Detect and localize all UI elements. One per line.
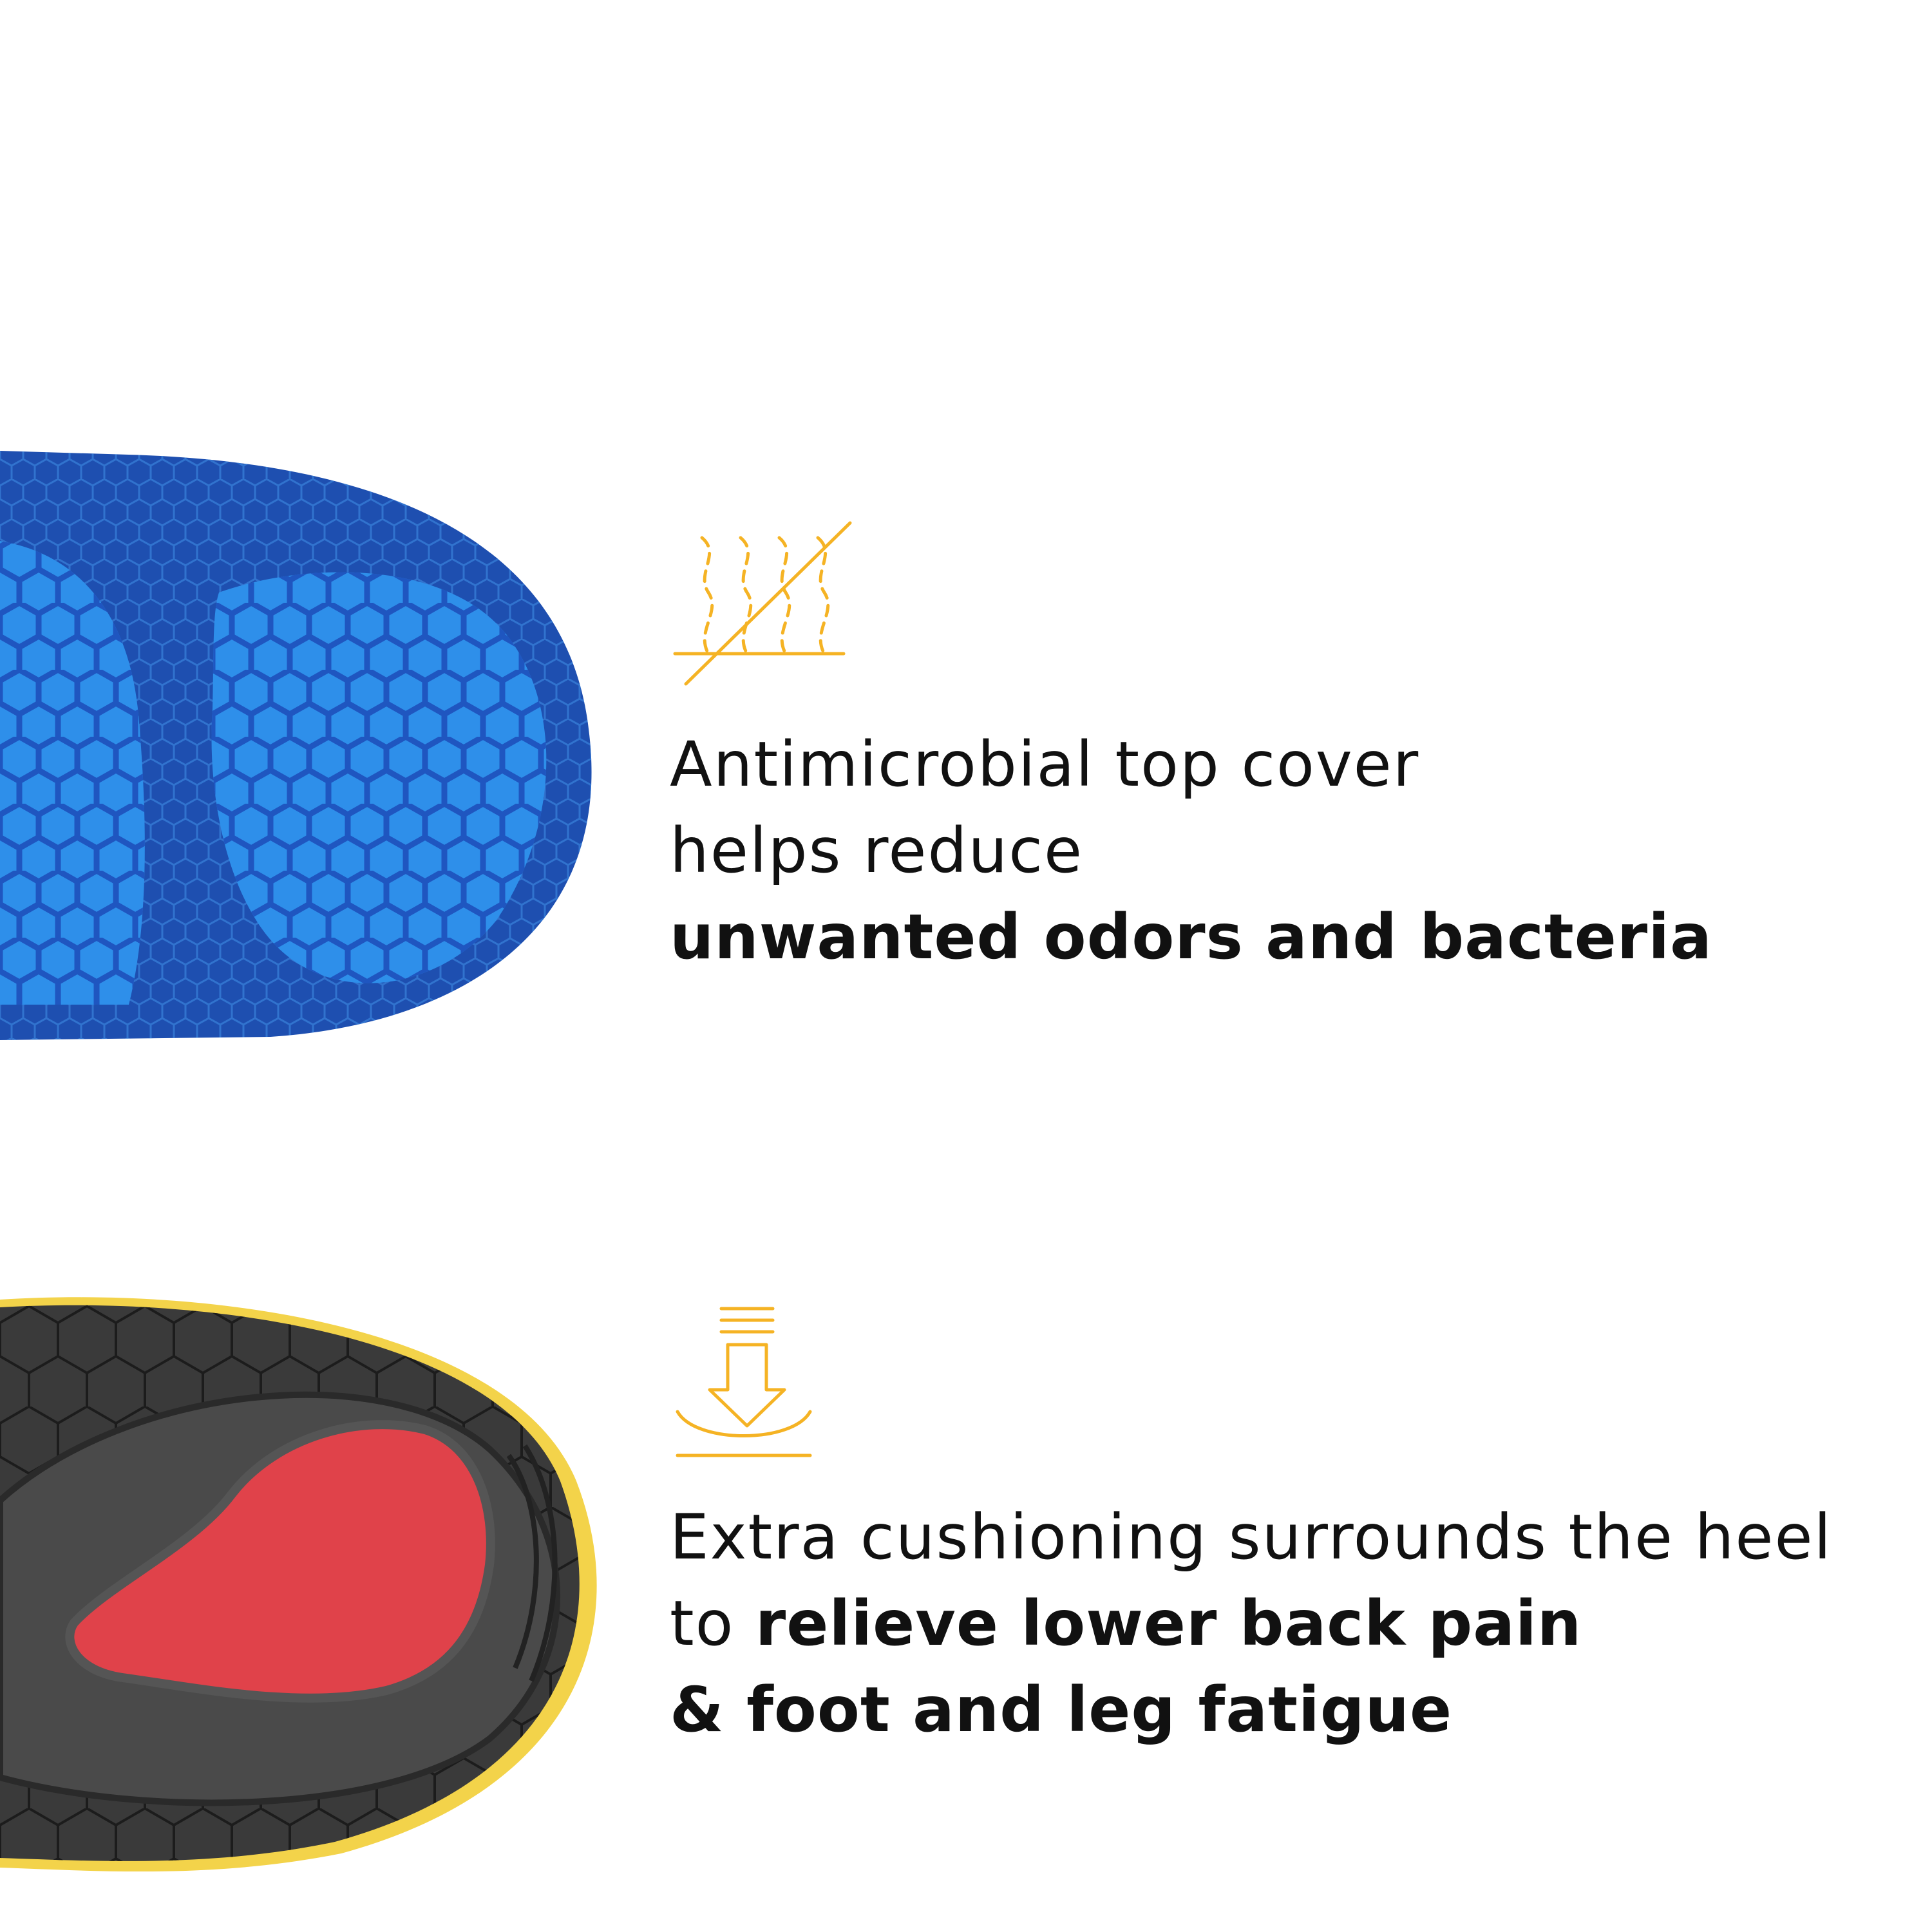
feature-heel-line-1: Extra cushioning surrounds the heel [670,1501,1833,1573]
heel-cushion-icon [676,1307,812,1457]
feature-heel-line-2-prefix: to [670,1587,755,1660]
feature-antimicrobial-text: Antimicrobial top cover helps reduce unw… [670,721,1712,980]
feature-antimicrobial-line-1: Antimicrobial top cover [670,728,1420,800]
blue-insole-forefoot-image [0,451,592,1040]
feature-heel-text: Extra cushioning surrounds the heel to r… [670,1494,1832,1753]
gray-insole-heel-image [0,1297,597,1872]
feature-heel-line-3: & foot and leg fatigue [670,1674,1453,1746]
feature-heel-line-2: to relieve lower back pain [670,1580,1832,1667]
feature-antimicrobial-line-2: helps reduce [670,815,1084,887]
feature-heel-line-2-bold: relieve lower back pain [755,1587,1582,1660]
antimicrobial-odor-icon [673,521,852,686]
feature-antimicrobial-line-3: unwanted odors and bacteria [670,901,1712,973]
heel-pad [65,1420,495,1703]
